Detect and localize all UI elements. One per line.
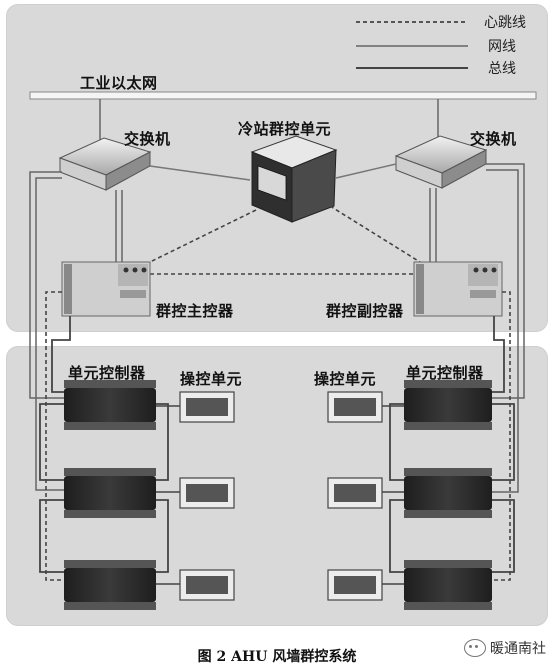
operator-panel-left-2: [156, 477, 235, 509]
unit-controller-right-3: [404, 560, 492, 610]
master-controller-device: [61, 261, 151, 317]
operator-panel-right-2: [327, 477, 404, 509]
watermark-text: 暖通南社: [490, 641, 546, 657]
operator-panel-left-1: [156, 391, 235, 423]
operator-panel-right-1: [327, 391, 404, 423]
master-controller-label: 群控主控器: [156, 302, 234, 320]
legend-bus-label: 总线: [488, 61, 516, 77]
watermark: 暖通南社: [464, 638, 546, 658]
unit-controller-left-3: [64, 560, 156, 610]
ethernet-bus-bar: [29, 91, 537, 100]
chiller-station-label: 冷站群控单元: [238, 120, 332, 138]
wechat-icon: [464, 639, 486, 657]
slave-controller-label: 群控副控器: [326, 302, 404, 320]
unit-controller-right-label: 单元控制器: [406, 364, 484, 382]
operator-left-label: 操控单元: [180, 370, 243, 388]
switch-left-label: 交换机: [124, 130, 171, 148]
ethernet-label: 工业以太网: [80, 74, 158, 92]
switch-right-device: [394, 135, 488, 189]
unit-controller-left-1: [64, 380, 156, 430]
unit-controller-right-2: [404, 468, 492, 518]
legend-network-label: 网线: [488, 39, 516, 55]
unit-controller-left-label: 单元控制器: [68, 364, 146, 382]
switch-left-device: [58, 137, 152, 191]
figure-caption: 图 2 AHU 风墙群控系统: [197, 649, 357, 665]
switch-right-label: 交换机: [470, 130, 517, 148]
slave-controller-device: [413, 261, 503, 317]
legend-heartbeat-label: 心跳线: [484, 15, 526, 31]
operator-right-label: 操控单元: [314, 370, 377, 388]
unit-controller-right-1: [404, 380, 492, 430]
unit-controller-left-2: [64, 468, 156, 518]
operator-panel-right-3: [327, 569, 404, 601]
chiller-station-device: [250, 135, 338, 223]
operator-panel-left-3: [156, 569, 235, 601]
